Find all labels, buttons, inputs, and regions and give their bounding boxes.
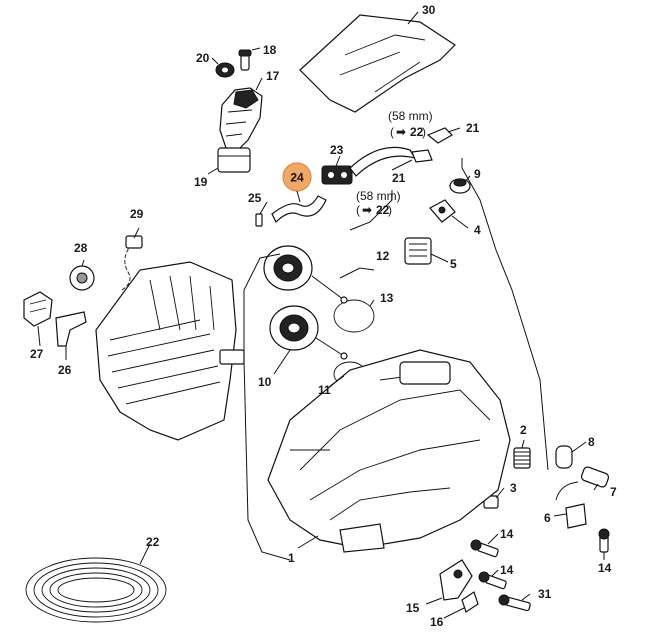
part-screw-14c [598,528,610,553]
part-pump-10 [269,305,319,351]
callout-25: 25 [248,191,262,205]
callout-28: 28 [74,241,88,255]
part-bracket-17 [219,87,263,151]
callout-9: 9 [474,167,481,181]
leader-lines [37,11,605,619]
part-hose-24 [271,195,327,224]
callout-23: 23 [330,143,344,157]
callout-14-b: 14 [500,563,514,577]
callout-7: 7 [610,485,617,499]
note-bottom-measure: (58 mm) [356,189,401,203]
callout-5: 5 [450,257,457,271]
note-top-ref: 22 [410,125,424,139]
part-pipe-6 [555,481,587,529]
callout-4: 4 [474,223,481,237]
callout-19: 19 [194,175,208,189]
callout-11: 11 [318,383,331,397]
part-screw-18 [238,49,252,71]
callout-20: 20 [196,51,210,65]
callout-18: 18 [263,43,277,57]
part-engine [95,261,245,441]
part-sensor-28 [69,265,95,291]
note-top-open: ( [390,125,394,139]
callout-16: 16 [430,615,444,629]
callout-10: 10 [258,375,272,389]
note-top-close: ) [422,125,426,139]
part-sleeve-7 [580,466,610,488]
part-cable-29 [121,235,143,291]
part-valve-23 [321,165,353,185]
part-screw-14b [478,571,507,590]
callout-31: 31 [538,587,552,601]
part-fitting-21a [426,127,453,144]
part-coil-22 [25,557,167,623]
part-oring-13 [333,299,375,333]
part-fitting-21b [411,149,433,163]
callout-1: 1 [288,551,295,565]
callout-8: 8 [588,435,595,449]
note-top-measure: (58 mm) [388,109,433,123]
part-bracket-15 [439,559,473,601]
note-top-arrow: ➡ [396,125,406,139]
callout-13: 13 [380,291,394,305]
callout-17: 17 [266,69,280,83]
note-bottom-ref: 22 [376,203,390,217]
callout-29: 29 [130,207,144,221]
note-bottom-open: ( [356,203,360,217]
callout-3: 3 [510,481,517,495]
callout-6: 6 [544,511,551,525]
part-cover-30 [299,14,456,113]
part-switch-27 [23,291,53,327]
part-sleeve-8 [555,445,573,469]
callout-21-upper: 21 [466,121,480,135]
part-filter-5 [404,237,432,265]
callout-15: 15 [406,601,420,615]
callout-14-c: 14 [598,561,612,575]
callout-27: 27 [30,347,44,361]
part-screw-31 [498,594,531,612]
part-pin-16 [461,591,479,613]
callout-30: 30 [422,3,436,17]
note-bottom-arrow: ➡ [362,203,372,217]
part-pump-12 [263,245,313,291]
callout-24[interactable]: 24 [290,171,304,185]
part-block-19 [217,147,251,173]
callout-12: 12 [376,249,390,263]
callout-22: 22 [146,535,160,549]
callout-14-a: 14 [500,527,514,541]
part-stud-2 [513,447,531,469]
part-pickup-4 [429,199,456,223]
part-screw-25 [255,213,263,227]
part-grommet-20 [215,62,235,78]
part-screw-14a [470,539,499,558]
part-crankcase-1 [267,349,511,553]
callout-26: 26 [58,363,72,377]
callout-21-lower: 21 [392,171,406,185]
callout-2: 2 [520,423,527,437]
note-bottom-close: ) [388,203,392,217]
part-lever-26 [55,311,87,347]
part-cap-9 [449,178,471,194]
